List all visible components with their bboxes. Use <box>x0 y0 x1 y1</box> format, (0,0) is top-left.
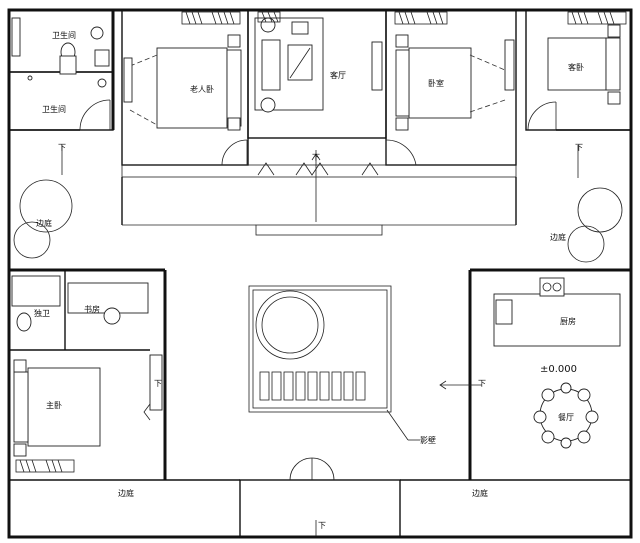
flower-bed-rows <box>259 371 366 401</box>
trees <box>13 145 623 263</box>
label-elder-bedroom: 老人卧 <box>190 84 214 94</box>
bathroom-fixtures <box>11 17 110 88</box>
top-wing <box>8 9 632 236</box>
label-guest-room: 客卧 <box>568 62 584 72</box>
label-bathroom-top-2: 卫生间 <box>42 104 66 114</box>
label-private-bath: 独卫 <box>34 308 50 318</box>
label-elevation: ±0.000 <box>540 364 577 375</box>
label-bathroom-top-1: 卫生间 <box>52 30 76 40</box>
label-side-yard-left: 边庭 <box>36 218 52 228</box>
room-labels: 卫生间 卫生间 老人卧 客厅 卧室 客卧 边庭 边庭 独卫 书房 主卧 厨房 餐… <box>34 30 584 530</box>
label-screen-wall: 影壁 <box>420 435 436 445</box>
label-study: 书房 <box>84 304 100 314</box>
label-down-1: 下 <box>58 143 66 152</box>
bottom-right-wing <box>400 268 631 481</box>
living-furniture <box>254 11 417 166</box>
courtyard <box>239 285 420 538</box>
bedroom-bed <box>394 11 515 131</box>
label-down-5: 下 <box>478 379 486 388</box>
bottom-left-wing <box>9 268 240 481</box>
elder-bed <box>123 11 248 166</box>
label-down-4: 下 <box>154 379 162 388</box>
label-down-3: 下 <box>312 153 320 162</box>
guest-bed <box>527 11 631 131</box>
label-dining-room: 餐厅 <box>558 413 574 422</box>
label-living-room: 客厅 <box>330 70 346 80</box>
label-side-yard-bottom-right: 边庭 <box>472 488 488 498</box>
top-doors <box>257 150 379 222</box>
label-side-yard-bottom-left: 边庭 <box>118 488 134 498</box>
label-down-6: 下 <box>318 521 326 530</box>
label-bedroom: 卧室 <box>428 78 444 88</box>
label-down-2: 下 <box>575 143 583 152</box>
label-master-bedroom: 主卧 <box>46 400 62 410</box>
label-kitchen: 厨房 <box>560 316 576 326</box>
label-side-yard-right: 边庭 <box>550 232 566 242</box>
